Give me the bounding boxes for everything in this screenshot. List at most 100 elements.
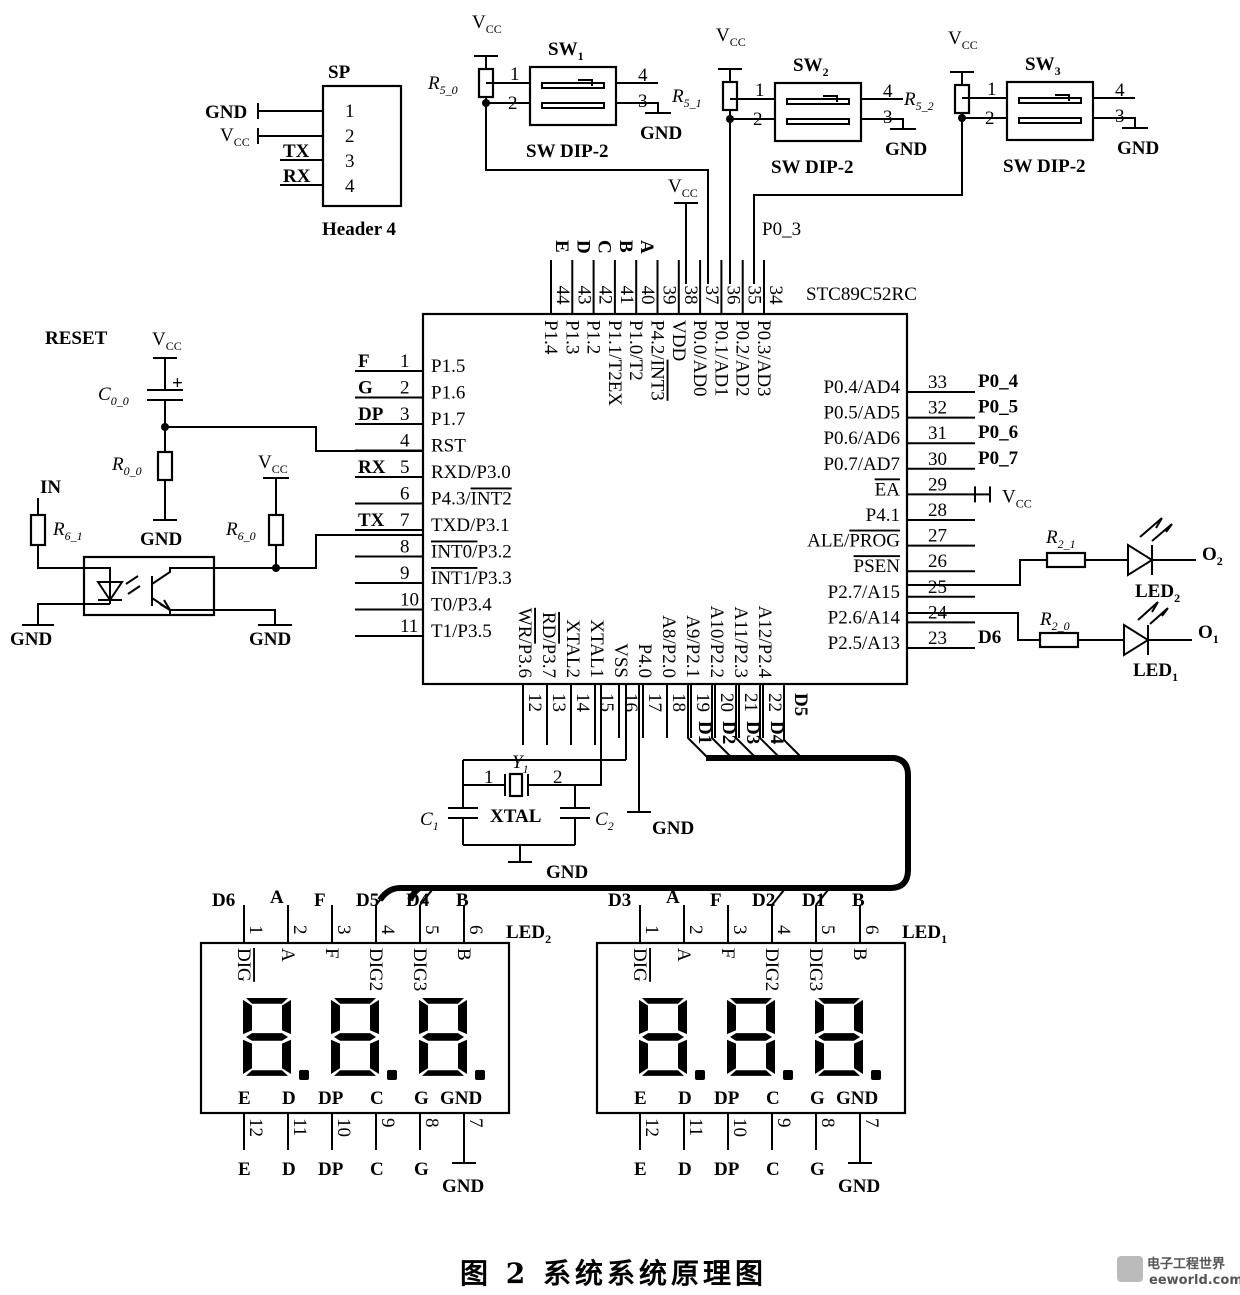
led2-out-label: LED2 [1135,581,1180,605]
svg-text:5: 5 [421,925,442,935]
svg-text:5: 5 [817,925,838,935]
header-net-gnd: GND [205,102,247,123]
reset-label: RESET [45,328,108,349]
svg-text:VCC: VCC [472,12,502,36]
display-pin-net: G [810,1159,825,1180]
svg-text:2: 2 [553,767,563,788]
r5-label: R5_1 [671,86,702,110]
svg-text:6: 6 [465,925,486,935]
mcu-pin-name: A12/P2.4 [754,606,775,679]
mcu-pin-name: P1.5 [431,356,465,377]
mcu-pin-num: 6 [400,484,410,505]
svg-text:VCC: VCC [948,28,978,52]
display-pin-net: D4 [406,890,430,911]
seven-seg-digit [331,998,397,1080]
display-pin-net: E [634,1159,647,1180]
svg-text:9: 9 [377,1118,398,1128]
svg-text:GND: GND [652,818,694,839]
mcu-pin-num: 35 [744,286,765,305]
display-label: LED2 [506,922,551,946]
mcu-bottom-pins: 12WR/P3.613RD/P3.714XTAL215XTAL116VSS17P… [514,606,811,745]
display-pin-name: DIG [233,948,254,982]
display-pin-name: A [673,948,694,962]
svg-text:12: 12 [641,1118,662,1137]
reset-circuit: RESET VCC + C0_0 R0_0 GND [45,328,423,550]
header-sp: SP 1 2 3 4 GND VCC TX RX Header 4 [205,62,403,240]
svg-text:8: 8 [817,1118,838,1128]
header-pin-3: 3 [345,151,355,172]
mcu-pin-num: 17 [644,693,665,712]
seven-seg-digit [243,998,309,1080]
display-pin-net: DP [714,1159,740,1180]
mcu-pin-net: C [594,240,615,254]
display-pin-net: D5 [356,890,379,911]
sw-label: SW1 [548,39,584,63]
figure-caption: 图 2 系统系统原理图 [460,1257,767,1290]
mcu-pin-num: 18 [668,693,689,712]
mcu-pin-num: 29 [928,474,947,495]
svg-text:2: 2 [753,109,763,130]
r6b-label: R6_0 [225,519,256,543]
display-pin-name: DIG3 [805,948,826,991]
mcu-pin-num: 30 [928,449,947,470]
mcu-pin-net: D3 [742,721,763,744]
display-pin-name: D [282,1088,296,1109]
header-name: Header 4 [322,219,397,240]
svg-text:1: 1 [484,767,494,788]
mcu-pin-name: P1.7 [431,409,465,430]
mcu-pin-net: P0_6 [978,422,1018,443]
seven-seg-digit [639,998,705,1080]
seven-seg-digit [815,998,881,1080]
mcu-pin-num: 20 [716,693,737,712]
mcu-pin-num: 44 [552,286,573,306]
mcu-pin-name: P1.1/T2EX [604,320,625,406]
svg-text:9: 9 [773,1118,794,1128]
mcu-pin-name: VSS [610,643,631,678]
display-pin-name: DIG [629,948,650,982]
display-label: LED1 [902,922,947,946]
r6a-label: R6_1 [52,519,83,543]
display-pin-name: C [766,1088,780,1109]
mcu-pin-num: 28 [928,500,947,521]
r5-label: R5_0 [427,73,458,97]
mcu-pin-net: F [358,351,370,372]
in-label: IN [40,477,61,498]
mcu-pin-num: 39 [659,286,680,305]
mcu-pin-num: 22 [764,693,785,712]
display-pin-name: F [321,948,342,959]
display-pin-net: A [270,887,284,908]
mcu-pin-num: 15 [596,693,617,712]
display-pin-name: DP [714,1088,740,1109]
mcu-pin-net: G [358,378,373,399]
svg-text:10: 10 [333,1118,354,1137]
mcu-name: STC89C52RC [806,284,917,305]
seven-seg-digit [727,998,793,1080]
mcu-pin-name: PSEN [854,556,901,577]
o2-label: O2 [1202,544,1223,568]
seven-seg-display-1: LED21DIGD62AA3FF4DIG2D55DIG3D46BBE12ED11… [199,887,551,1197]
mcu-pin-name: TXD/P3.1 [431,515,510,536]
sw-label: SW3 [1025,54,1061,78]
r2a-label: R2_1 [1045,527,1076,551]
sw-label: SW2 [793,55,829,79]
display-pin-name: C [370,1088,384,1109]
mcu-pin-net: D4 [766,721,787,745]
seven-seg-display-2: LED11DIGD32AA3FF4DIG2D25DIG3D16BBE12ED11… [595,887,947,1197]
display-pin-net: C [766,1159,780,1180]
optocoupler [82,555,216,617]
mcu-pin-name: P0.7/AD7 [823,454,900,475]
display-pin-name: A [277,948,298,962]
mcu-pin-net: D6 [978,627,1001,648]
mcu-pin-net: P0_5 [978,397,1018,418]
mcu-pin-name: T0/P3.4 [431,595,492,616]
display-pin-net: D2 [752,890,775,911]
crystal-circuit: 1 2 Y1 XTAL C1 C2 GND GND [420,684,694,883]
svg-text:3: 3 [333,925,354,935]
vdd-supply: VCC [668,176,698,284]
watermark-logo: 电子工程世界 eeworld.com.cn [1117,1256,1240,1288]
svg-text:电子工程世界: 电子工程世界 [1147,1256,1225,1272]
display-pin-name: DIG2 [761,948,782,991]
xtal-label: XTAL [490,806,541,827]
